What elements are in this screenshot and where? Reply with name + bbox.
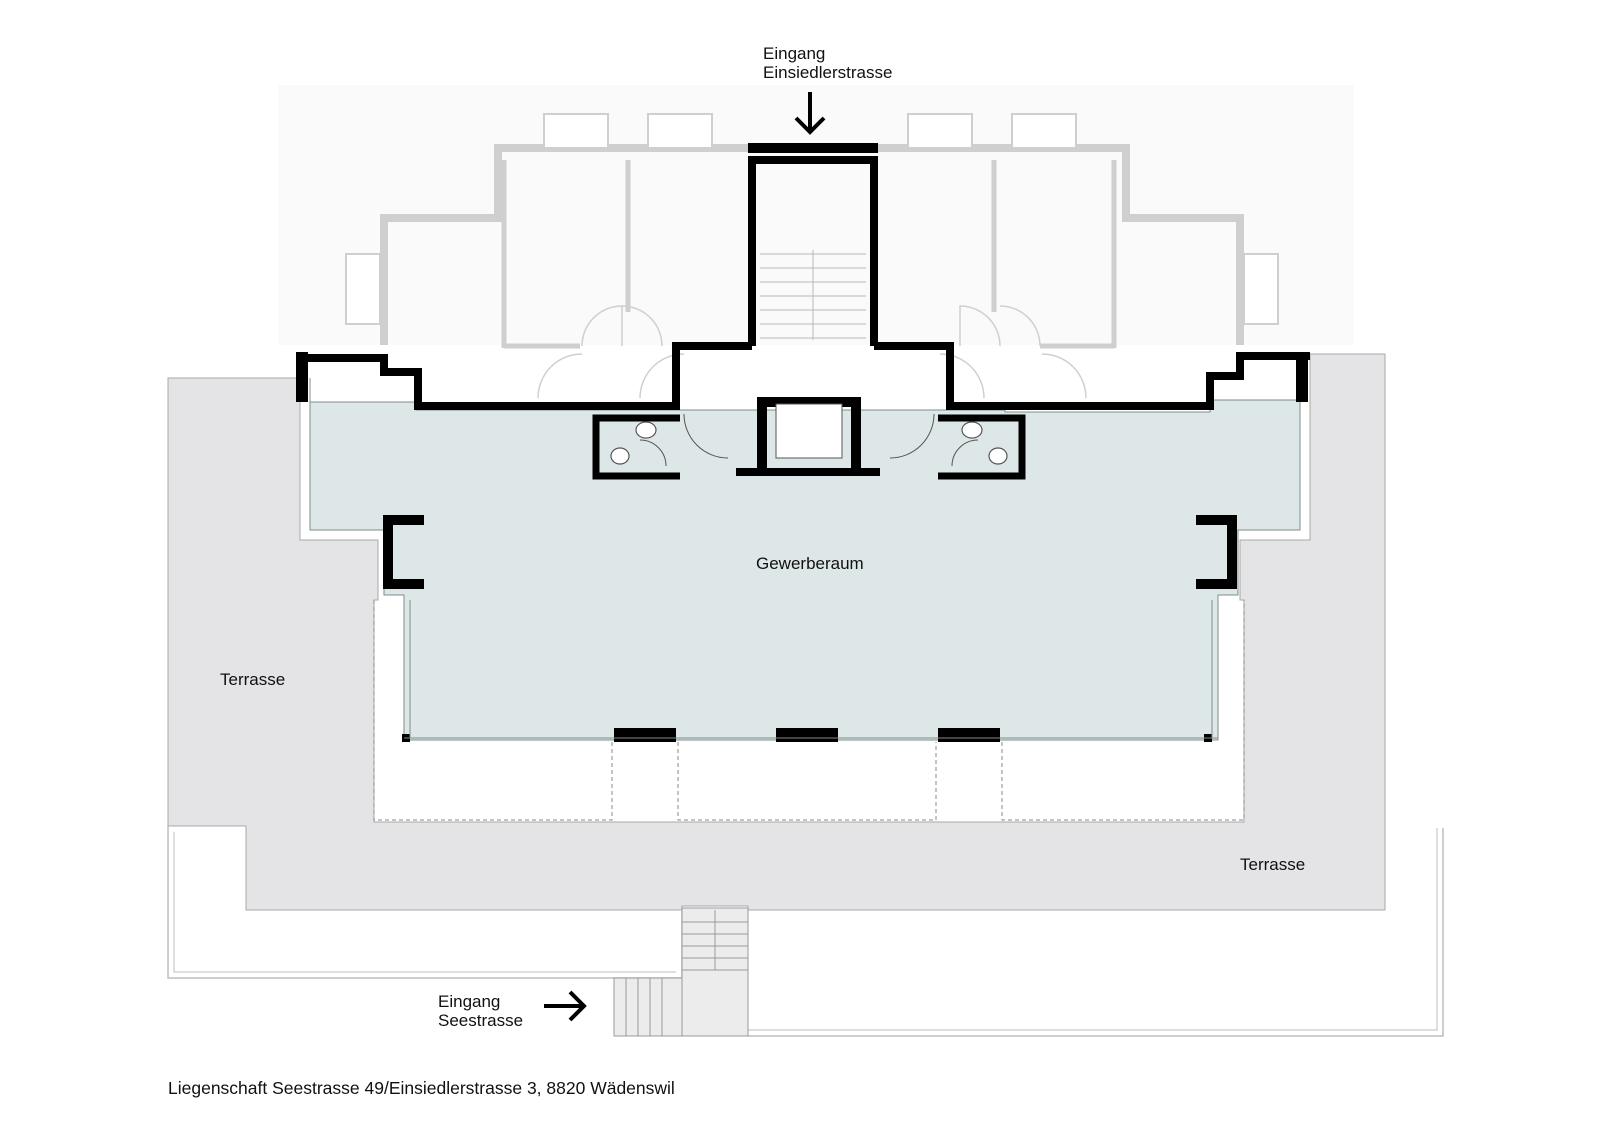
entry-step-lines (625, 978, 663, 1036)
elevator-shaft (736, 397, 880, 476)
exterior-walls (296, 342, 1310, 589)
elevator-cab (775, 403, 843, 459)
entrance-top-line1: Eingang (763, 44, 826, 63)
garden-outline-east-inner (748, 828, 1438, 1031)
room-label-gewerberaum: Gewerberaum (756, 554, 864, 573)
upper-floor-overhang (373, 600, 1245, 821)
upper-floor-balconies (345, 113, 1279, 325)
entrance-top-label: Eingang Einsiedlerstrasse (763, 44, 892, 82)
stair-treads (760, 250, 866, 340)
entrance-top-line2: Einsiedlerstrasse (763, 63, 893, 82)
arrow-down-icon (794, 92, 826, 135)
entrance-bottom-label: Eingang Seestrasse (438, 992, 523, 1030)
room-label-terrace-west: Terrasse (220, 670, 286, 689)
toilet-fixtures (610, 421, 1008, 465)
terrace-area (167, 353, 1386, 911)
room-label-terrace-east: Terrasse (1240, 855, 1306, 874)
property-caption: Liegenschaft Seestrasse 49/Einsiedlerstr… (168, 1078, 675, 1098)
facade-glazing (404, 600, 1218, 739)
stair-core (748, 143, 878, 346)
entrance-bottom-line1: Eingang (438, 992, 501, 1011)
toilet-east (938, 414, 1026, 480)
garden-outline-east (748, 828, 1444, 1037)
entry-steps (613, 977, 683, 1037)
interior-door-swings (639, 413, 979, 467)
upper-floor-partitions (501, 160, 1117, 349)
garden-outline-inner (173, 832, 676, 973)
arrow-right-icon (544, 990, 587, 1022)
entrance-bottom-line2: Seestrasse (438, 1011, 524, 1030)
toilet-west (592, 414, 680, 480)
